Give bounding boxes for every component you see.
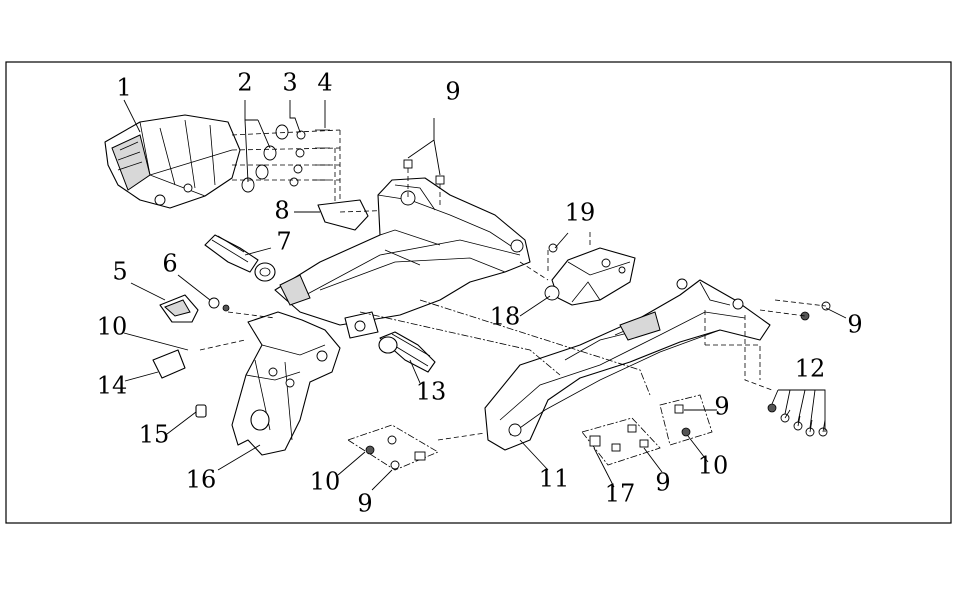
- callout-8: 8: [274, 197, 289, 225]
- callout-10-right: 10: [698, 452, 729, 480]
- license-light: [159, 294, 199, 323]
- callout-7: 7: [276, 228, 291, 256]
- mount-bracket: [544, 232, 636, 306]
- right-fasteners: [759, 299, 831, 321]
- callout-2: 2: [237, 69, 252, 97]
- callout-14: 14: [97, 372, 128, 400]
- right-footrest: [378, 331, 436, 373]
- callout-5: 5: [112, 258, 127, 286]
- callout-11: 11: [539, 465, 570, 493]
- callout-9-plate-mid: 9: [655, 469, 670, 497]
- callout-1: 1: [116, 74, 131, 102]
- callout-16: 16: [186, 466, 217, 494]
- nut-washer: [208, 297, 230, 312]
- callout-9-right: 9: [847, 311, 862, 339]
- callout-4: 4: [317, 69, 332, 97]
- callout-13: 13: [416, 378, 447, 406]
- top-fasteners: [403, 159, 445, 205]
- callout-10-left: 10: [97, 313, 128, 341]
- rear-frame-main: [274, 177, 531, 339]
- connection-line-b: [419, 299, 651, 396]
- callout-19: 19: [565, 199, 596, 227]
- callout-9-plate-right: 9: [714, 393, 729, 421]
- callout-12: 12: [795, 355, 826, 383]
- callout-3: 3: [282, 69, 297, 97]
- callout-6: 6: [162, 250, 177, 278]
- tail-light-assembly: [104, 114, 241, 209]
- fastener-plate-right: [659, 394, 713, 446]
- reflector: [152, 349, 186, 379]
- license-plate-bracket: [231, 311, 341, 456]
- bolt-set: [704, 310, 828, 437]
- connection-line-a: [359, 311, 561, 376]
- left-footrest: [204, 234, 276, 282]
- callout-17: 17: [605, 480, 636, 508]
- small-cap: [195, 404, 207, 418]
- callout-9-top: 9: [445, 78, 460, 106]
- callout-18: 18: [490, 303, 521, 331]
- fastener-plate-lower: [347, 424, 486, 471]
- connection-line-d: [519, 261, 549, 281]
- callout-15: 15: [139, 421, 170, 449]
- grommet-set: [231, 124, 341, 212]
- rear-subframe: [484, 278, 771, 451]
- leader-lines: [123, 99, 847, 491]
- fastener-plate-middle: [581, 417, 661, 466]
- diagram-frame: [5, 61, 952, 524]
- callout-10-low: 10: [310, 468, 341, 496]
- callout-9-plate-low: 9: [357, 490, 372, 518]
